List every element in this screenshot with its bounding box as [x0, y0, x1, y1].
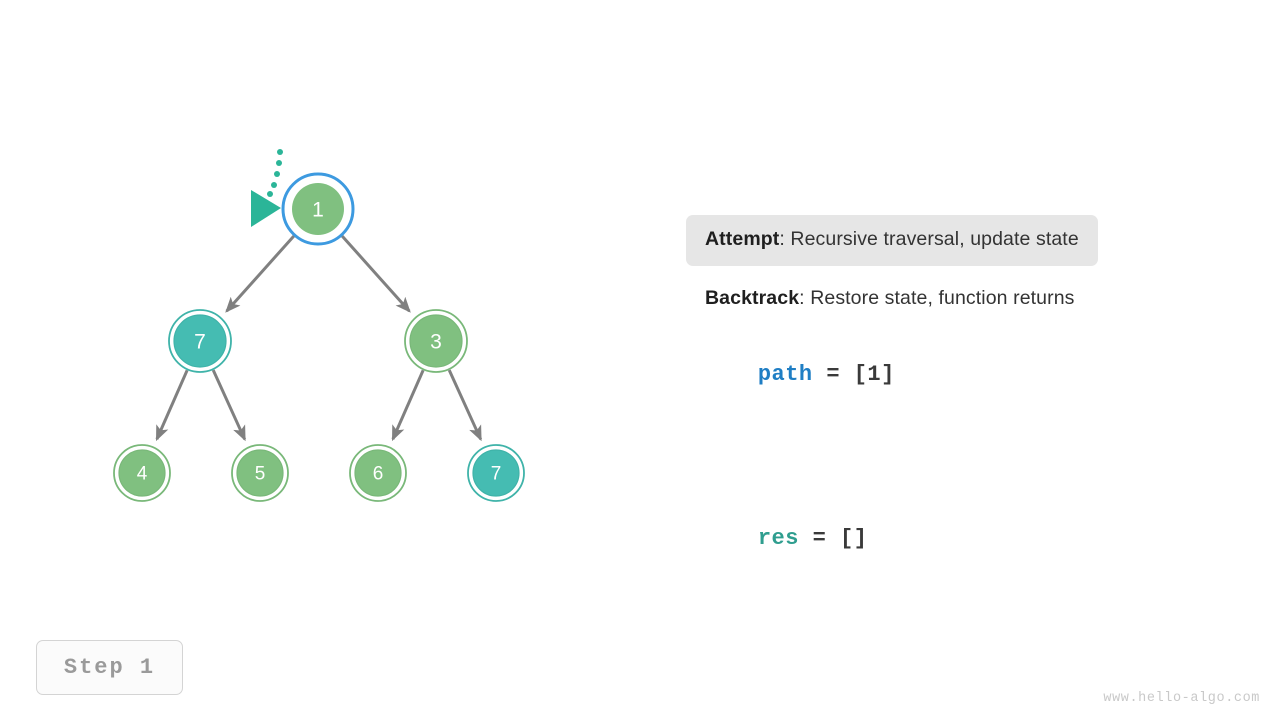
- step-badge-label: Step 1: [63, 655, 156, 680]
- tree-node: 5: [231, 444, 289, 502]
- tree-node: 1: [281, 172, 355, 246]
- tree-node-circle: [236, 449, 284, 497]
- tree-node-ring: [404, 309, 468, 373]
- tree-node-circle: [292, 183, 344, 235]
- tree-node-ring: [467, 444, 525, 502]
- tree-node-ring: [281, 172, 355, 246]
- tree-edge: [155, 369, 189, 442]
- pointer-dot: [277, 149, 283, 155]
- attempt-separator: :: [779, 228, 791, 250]
- path-state-row: path = [1]: [686, 337, 1226, 412]
- pointer-dot: [271, 182, 277, 188]
- tree-node-circle: [118, 449, 166, 497]
- tree-node: 3: [404, 309, 468, 373]
- tree-node-ring: [349, 444, 407, 502]
- step-badge: Step 1: [36, 640, 183, 695]
- tree-node-circle: [472, 449, 520, 497]
- pointer-dot: [276, 160, 282, 166]
- tree-node: 7: [467, 444, 525, 502]
- path-assign-operator: =: [812, 362, 854, 387]
- tree-edge: [447, 369, 483, 442]
- tree-node-ring: [168, 309, 232, 373]
- pointer-dotted-trail: [262, 149, 283, 205]
- tree-node-circle: [409, 314, 463, 368]
- tree-node: 6: [349, 444, 407, 502]
- tree-node: 7: [168, 309, 232, 373]
- tree-edge: [340, 234, 411, 313]
- tree-edge: [211, 369, 247, 442]
- res-state-row: res = []: [686, 501, 1226, 576]
- tree-edge: [391, 369, 425, 442]
- watermark: www.hello-algo.com: [1103, 691, 1260, 706]
- path-value: [1]: [853, 362, 895, 387]
- pointer-dot: [267, 191, 273, 197]
- res-variable-name: res: [757, 526, 799, 551]
- attempt-label: Attempt: [705, 228, 780, 250]
- attempt-text: Recursive traversal, update state: [790, 228, 1079, 250]
- backtrack-text: Restore state, function returns: [810, 286, 1075, 309]
- tree-node: 4: [113, 444, 171, 502]
- res-value: []: [840, 526, 868, 551]
- tree-node-ring: [231, 444, 289, 502]
- res-assign-operator: =: [798, 526, 841, 551]
- tree-node-ring: [113, 444, 171, 502]
- backtrack-label: Backtrack: [705, 286, 800, 309]
- tree-edge-layer: [155, 234, 483, 442]
- pointer-arrowhead: [251, 190, 281, 227]
- backtrack-separator: :: [799, 286, 811, 309]
- attempt-legend: Attempt: Recursive traversal, update sta…: [686, 215, 1098, 266]
- pointer-dot: [274, 171, 280, 177]
- tree-node-circle: [173, 314, 227, 368]
- recursion-pointer: [251, 149, 283, 227]
- tree-edge: [225, 234, 296, 313]
- info-panel: Attempt: Recursive traversal, update sta…: [686, 215, 1226, 576]
- tree-node-circle: [354, 449, 402, 497]
- path-variable-name: path: [757, 362, 813, 387]
- backtrack-legend: Backtrack: Restore state, function retur…: [686, 286, 1226, 309]
